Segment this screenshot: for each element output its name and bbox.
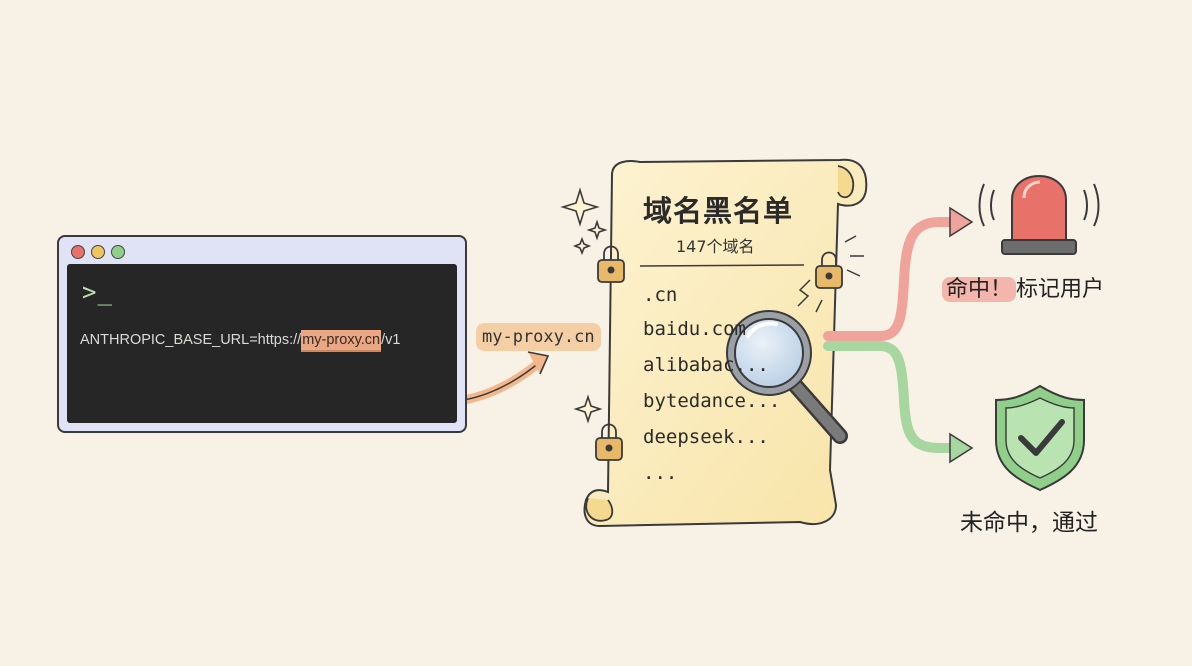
blacklist-entry: ...: [643, 462, 678, 484]
padlock-icon: [595, 423, 623, 461]
terminal-window: >_ ANTHROPIC_BASE_URL=https://my-proxy.c…: [57, 235, 467, 433]
blacklist-entry: bytedance...: [643, 390, 781, 412]
blacklist-entry: alibabac...: [643, 354, 769, 376]
miss-outcome-label: 未命中，通过: [960, 510, 1098, 536]
arrow-hit: [823, 217, 963, 341]
padlock-icon: [597, 245, 625, 283]
terminal-screen: >_ ANTHROPIC_BASE_URL=https://my-proxy.c…: [67, 264, 457, 423]
minimize-dot-icon[interactable]: [91, 245, 105, 259]
hit-outcome-label: 命中！标记用户: [942, 271, 1104, 303]
close-dot-icon[interactable]: [71, 245, 85, 259]
sparkle-icon: [560, 187, 608, 424]
env-suffix: /v1: [381, 332, 401, 348]
blacklist-entry: .cn: [643, 284, 678, 306]
maximize-dot-icon[interactable]: [111, 245, 125, 259]
alert-lines: [797, 235, 864, 313]
blacklist-entry: baidu.com: [643, 318, 746, 340]
hit-strong: 命中！: [942, 277, 1017, 302]
alarm-icon: [978, 175, 1100, 255]
env-prefix: ANTHROPIC_BASE_URL=https://: [80, 332, 302, 348]
shield-check-icon: [995, 384, 1085, 492]
padlock-icon: [815, 251, 843, 289]
arrow-head: [527, 351, 550, 375]
terminal-prompt: >_: [82, 278, 113, 306]
blacklist-scroll: [583, 158, 868, 528]
hit-rest: 标记用户: [1016, 277, 1105, 302]
magnifier-icon: [726, 310, 848, 444]
blacklist-title: 域名黑名单: [643, 194, 794, 228]
env-domain-highlight: my-proxy.cn: [301, 330, 382, 352]
extracted-domain-tag: my-proxy.cn: [476, 323, 601, 351]
env-variable-line: ANTHROPIC_BASE_URL=https://my-proxy.cn/v…: [80, 330, 401, 352]
blacklist-entry: deepseek...: [643, 426, 769, 448]
blacklist-count: 147个域名: [676, 237, 755, 256]
arrow-miss: [823, 341, 963, 453]
